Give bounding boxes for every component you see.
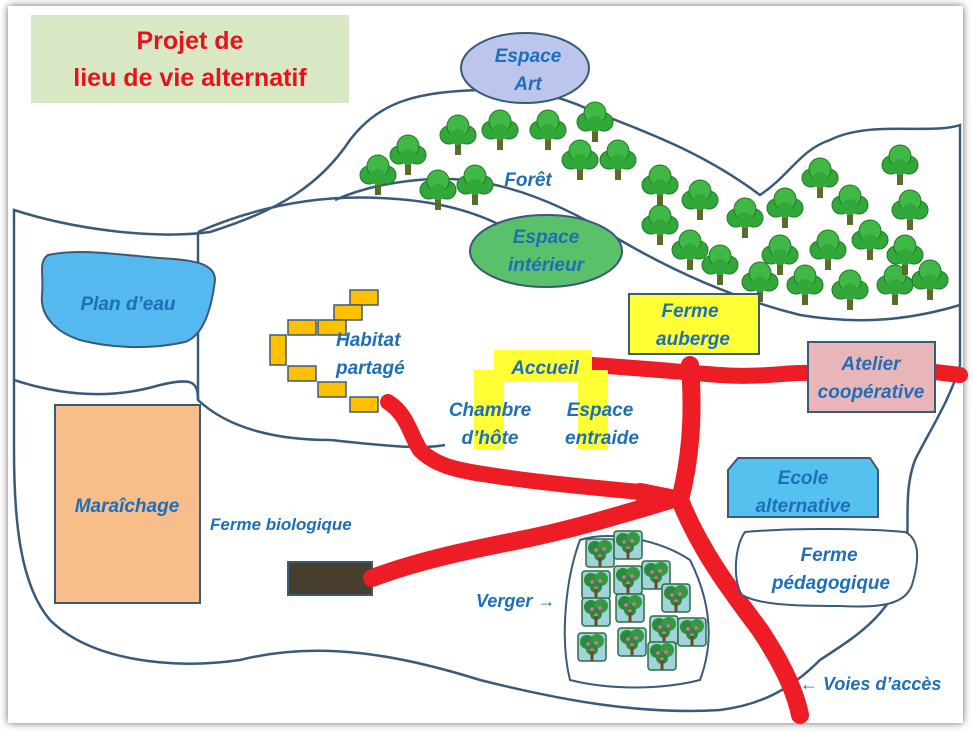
ferme-bio-building: [287, 561, 373, 596]
ferme-auberge-rect: [628, 293, 760, 355]
title-box: [31, 15, 349, 103]
ferme-auberge-label-1: Ferme: [661, 301, 718, 322]
road-atelier: [584, 357, 816, 384]
ferme-bio-label: Ferme biologique: [210, 515, 352, 534]
espace-art-label-2: Art: [513, 74, 542, 95]
foret-label: Forêt: [504, 170, 552, 191]
road-spine: [671, 356, 809, 724]
atelier-label-1: Atelier: [840, 354, 902, 375]
verger-label: Verger →: [476, 591, 555, 611]
maraichage-rect: [54, 404, 201, 604]
road-habitat: [380, 394, 648, 500]
ferme-auberge-label-2: auberge: [656, 329, 730, 350]
espace-interieur-label-2: intérieur: [508, 255, 586, 276]
orchard-tree-icon: [581, 597, 611, 627]
orchard-tree-icon: [581, 570, 611, 600]
orchard-tree-icon: [577, 632, 607, 662]
entraide-label-1: Espace: [567, 400, 634, 421]
entraide-label-2: entraide: [565, 428, 639, 449]
title-line2: lieu de vie alternatif: [73, 64, 307, 92]
orchard-tree-icon: [677, 617, 707, 647]
ecole-label-1: Ecole: [778, 468, 829, 489]
atelier-label-2: coopérative: [818, 382, 925, 403]
orchard-tree-icon: [661, 583, 691, 613]
road-east: [927, 364, 968, 383]
ferme-peda-shape: [734, 528, 919, 608]
espace-art-label-1: Espace: [495, 46, 562, 67]
voies-label: ← Voies d’accès: [800, 674, 941, 694]
espace-art-ellipse: [460, 32, 590, 104]
title-line1: Projet de: [137, 27, 244, 55]
ferme-peda-label-1: Ferme: [800, 545, 857, 566]
inner-zone-top: [197, 196, 501, 234]
espace-interieur-ellipse: [469, 214, 623, 288]
habitat-label-1: Habitat: [336, 330, 401, 351]
road-spine-link: [631, 483, 689, 509]
orchard-tree-icon: [615, 593, 645, 623]
orchard-tree-icon: [585, 538, 615, 568]
chambre-label-1: Chambre: [449, 400, 532, 421]
ecole-shape: [727, 457, 879, 518]
maraichage-label: Maraîchage: [75, 496, 180, 517]
orchard-tree-icon: [613, 565, 643, 595]
habitat-blocks: [269, 289, 379, 413]
road-ferme-bio: [363, 491, 679, 587]
roads: [363, 356, 968, 724]
espace-interieur-label-1: Espace: [513, 227, 580, 248]
orchard-tree-icon: [617, 627, 647, 657]
habitat-label-2: partagé: [335, 358, 405, 379]
plan-eau-shape: [40, 251, 217, 349]
atelier-rect: [807, 341, 936, 413]
orchard-tree-icon: [649, 615, 679, 645]
ferme-peda-label-2: pédagogique: [771, 573, 891, 594]
orchard-tree-icon: [613, 530, 643, 560]
orchard-tree-icon: [647, 641, 677, 671]
plan-eau-label: Plan d’eau: [80, 294, 175, 315]
accueil-block: [474, 350, 608, 450]
chambre-label-2: d’hôte: [462, 428, 519, 449]
accueil-label: Accueil: [510, 358, 579, 379]
left-zone-divider: [13, 378, 200, 401]
ecole-label-2: alternative: [755, 496, 850, 517]
